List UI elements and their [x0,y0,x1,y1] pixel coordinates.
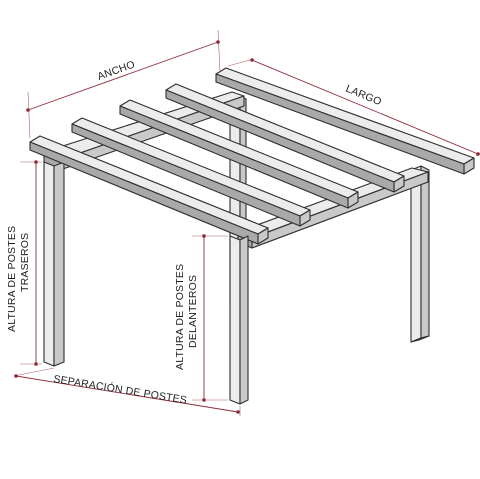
dimension-separacion: SEPARACIÓN DE POSTES [13,367,241,416]
post-front-left [43,161,65,367]
post-front-right [229,235,249,405]
label-altura-delanteros-line1: ALTURA DE POSTES [174,264,186,370]
rafter-2 [71,117,311,227]
label-altura-traseros-line1: ALTURA DE POSTES [6,226,18,332]
dimension-altura-traseros: ALTURA DE POSTES TRASEROS [6,160,42,366]
label-altura-traseros-line2: TRASEROS [19,233,31,292]
rafter-4 [165,83,405,193]
rafter-5 [215,67,475,175]
label-ancho: ANCHO [96,58,137,82]
rafter-1 [29,135,269,245]
dimension-altura-delanteros: ALTURA DE POSTES DELANTEROS [174,234,228,402]
dimension-largo: LARGO [227,58,480,157]
label-separacion: SEPARACIÓN DE POSTES [53,372,188,406]
rafter-3 [119,99,359,209]
label-altura-delanteros-line2: DELANTEROS [187,275,199,348]
label-largo: LARGO [344,83,383,109]
post-back-right [410,165,430,343]
